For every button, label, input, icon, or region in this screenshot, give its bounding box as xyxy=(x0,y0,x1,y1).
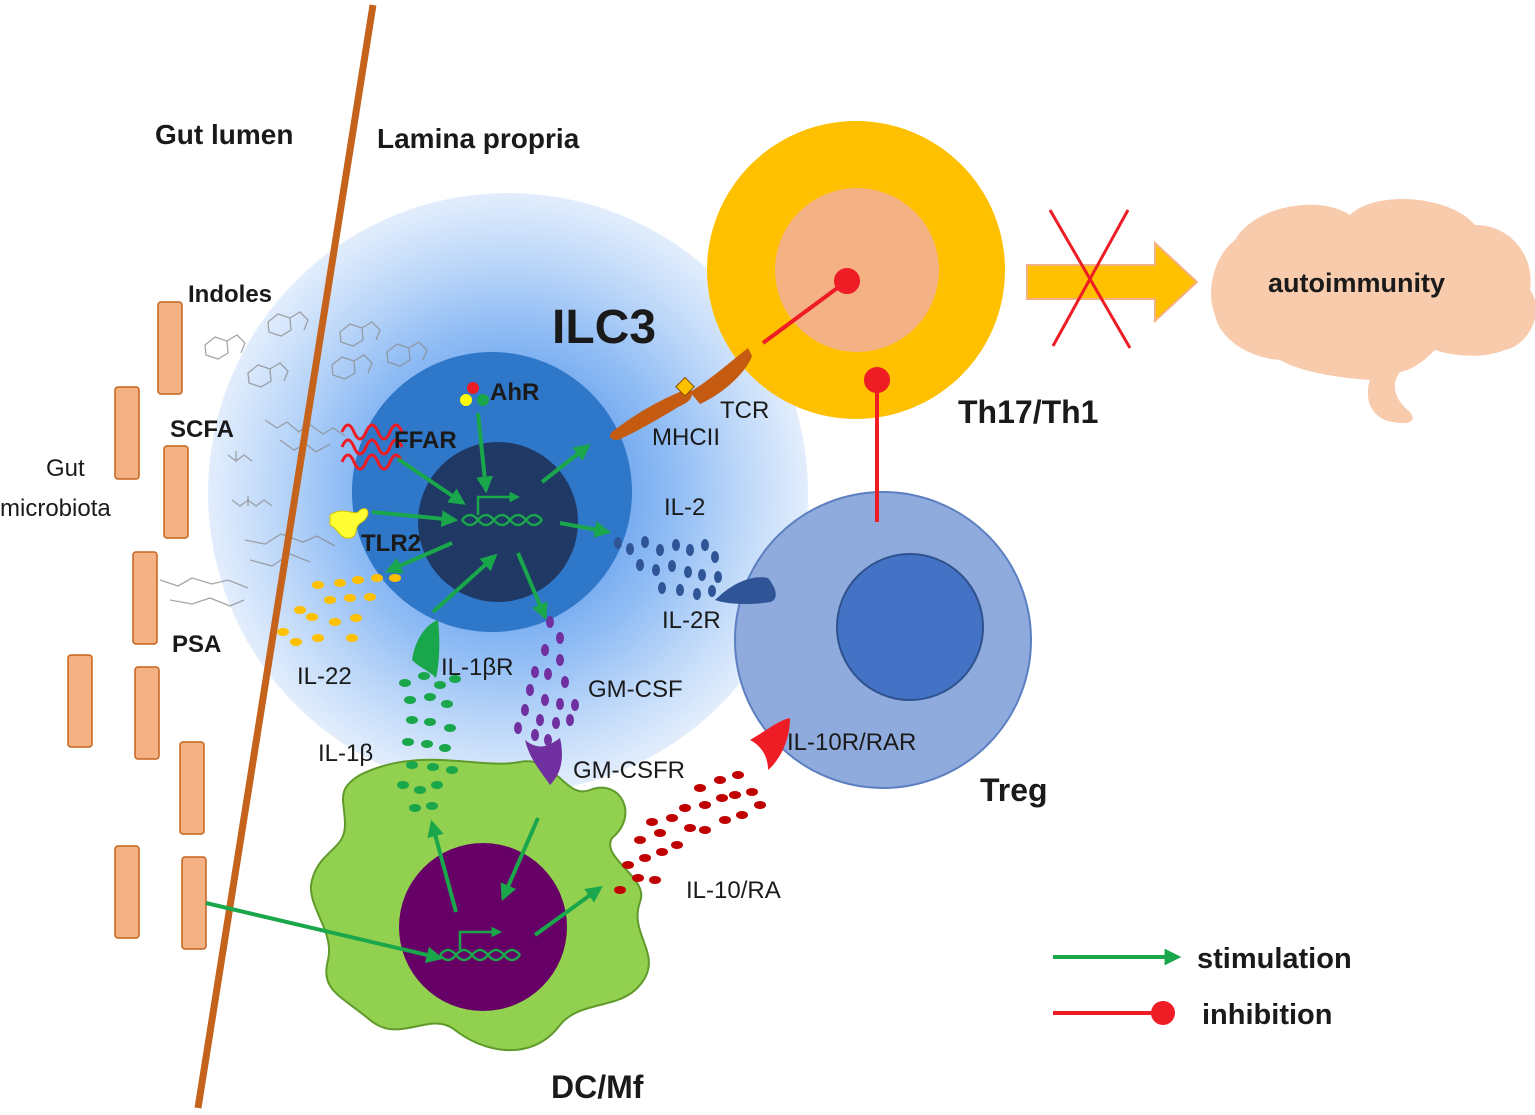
blocked-arrow-to-autoimmunity xyxy=(1026,240,1199,324)
ffar-label: FFAR xyxy=(394,427,457,454)
tlr2-label: TLR2 xyxy=(361,530,421,557)
arrow-tlr2-to-nucleus xyxy=(371,510,459,528)
il1b-cytokines xyxy=(397,672,461,812)
ffar-receptor-icon xyxy=(340,423,404,471)
scfa-label: SCFA xyxy=(170,416,234,443)
antigen-icon xyxy=(675,376,695,397)
il2r-label: IL-2R xyxy=(662,607,721,634)
ahr-label: AhR xyxy=(490,379,539,406)
arrow-il1br-to-nucleus xyxy=(431,553,498,614)
gmcsfr-receptor-icon xyxy=(525,738,562,785)
arrow-nucleus-to-mhcii xyxy=(540,443,591,484)
psa-label: PSA xyxy=(172,631,221,658)
legend-stimulation-label: stimulation xyxy=(1197,943,1352,975)
il2r-receptor-icon xyxy=(715,577,776,605)
arrow-dc-nucleus-to-il1b xyxy=(427,819,458,913)
stimulation-arrows xyxy=(205,412,612,964)
arrow-nucleus-to-il22 xyxy=(384,541,453,574)
il2-cytokines xyxy=(614,536,722,600)
ahr-ligand-dot xyxy=(460,394,472,406)
gut-microbiota-label-line1: Gut xyxy=(46,455,85,482)
inhibition-links xyxy=(761,268,890,522)
arrow-ahr-to-nucleus xyxy=(476,412,493,494)
gut-epithelium-boundary xyxy=(194,4,377,1109)
brain-icon xyxy=(1211,199,1535,424)
ilc3-label: ILC3 xyxy=(552,301,656,354)
tcr-receptor xyxy=(690,348,752,404)
il2-label: IL-2 xyxy=(664,494,705,521)
il1b-label: IL-1β xyxy=(318,740,373,767)
tcr-label: TCR xyxy=(720,397,769,424)
bacterium xyxy=(163,445,189,539)
gut-microbiota-rods xyxy=(67,301,207,950)
th-cell-nucleus xyxy=(775,188,939,352)
legend: stimulation inhibition xyxy=(1053,943,1352,1031)
treg-nucleus xyxy=(836,553,984,701)
tlr2-receptor-icon xyxy=(329,508,369,539)
inhibition-tcr-to-th xyxy=(761,284,842,345)
gut-microbiota-label-line2: microbiota xyxy=(0,495,111,522)
il22-label: IL-22 xyxy=(297,663,352,690)
arrow-microbiota-to-dc-nucleus xyxy=(205,901,444,964)
arrow-ffar-to-nucleus xyxy=(396,457,466,505)
ahr-ligand-dot xyxy=(467,382,479,394)
mhcii-receptor xyxy=(610,388,692,440)
bacterium xyxy=(179,741,205,835)
il10r-rar-receptor-icon xyxy=(750,718,790,770)
gut-lumen-label: Gut lumen xyxy=(155,119,293,150)
treg-label: Treg xyxy=(980,772,1048,808)
lamina-propria-label: Lamina propria xyxy=(377,123,580,154)
arrow-dc-nucleus-to-il10ra xyxy=(533,886,603,937)
inhibition-head xyxy=(834,268,860,294)
th-label: Th17/Th1 xyxy=(958,394,1098,430)
il10r-rar-label: IL-10R/RAR xyxy=(787,729,916,756)
il22-cytokines xyxy=(277,574,401,646)
legend-inhibition-head xyxy=(1151,1001,1175,1025)
block-cross-icon xyxy=(1048,209,1132,349)
indoles-label: Indoles xyxy=(188,281,272,308)
bacterium xyxy=(67,654,93,748)
bacterium xyxy=(157,301,183,395)
mhcii-label: MHCII xyxy=(652,424,720,451)
arrow-gmcsfr-to-dc-nucleus xyxy=(500,817,540,902)
ilc3-nucleus xyxy=(418,442,578,602)
il1br-label: IL-1βR xyxy=(441,654,514,681)
bacterium xyxy=(132,551,158,645)
gmcsfr-label: GM-CSFR xyxy=(573,757,685,784)
bacterium xyxy=(114,386,140,480)
gmcsf-label: GM-CSF xyxy=(588,676,683,703)
ahr-ligand-dot xyxy=(477,394,489,406)
il10ra-label: IL-10/RA xyxy=(686,877,781,904)
arrow-nucleus-to-gmcsf xyxy=(516,552,548,621)
arrow-nucleus-to-il2 xyxy=(559,521,612,538)
dc-nucleus xyxy=(399,843,567,1011)
legend-inhibition-label: inhibition xyxy=(1202,999,1332,1031)
dc-gene-transcription-icon xyxy=(439,926,521,962)
bacterium xyxy=(114,845,140,939)
il10ra-cytokines xyxy=(614,771,766,894)
bacterium xyxy=(134,666,160,760)
il1br-receptor-icon xyxy=(412,620,440,678)
bacterium xyxy=(181,856,207,950)
inhibition-head xyxy=(864,367,890,393)
dc-label: DC/Mf xyxy=(551,1069,644,1105)
ilc3-gene-transcription-icon xyxy=(461,491,543,527)
gmcsf-cytokines xyxy=(514,616,579,746)
autoimmunity-label: autoimmunity xyxy=(1268,268,1445,298)
